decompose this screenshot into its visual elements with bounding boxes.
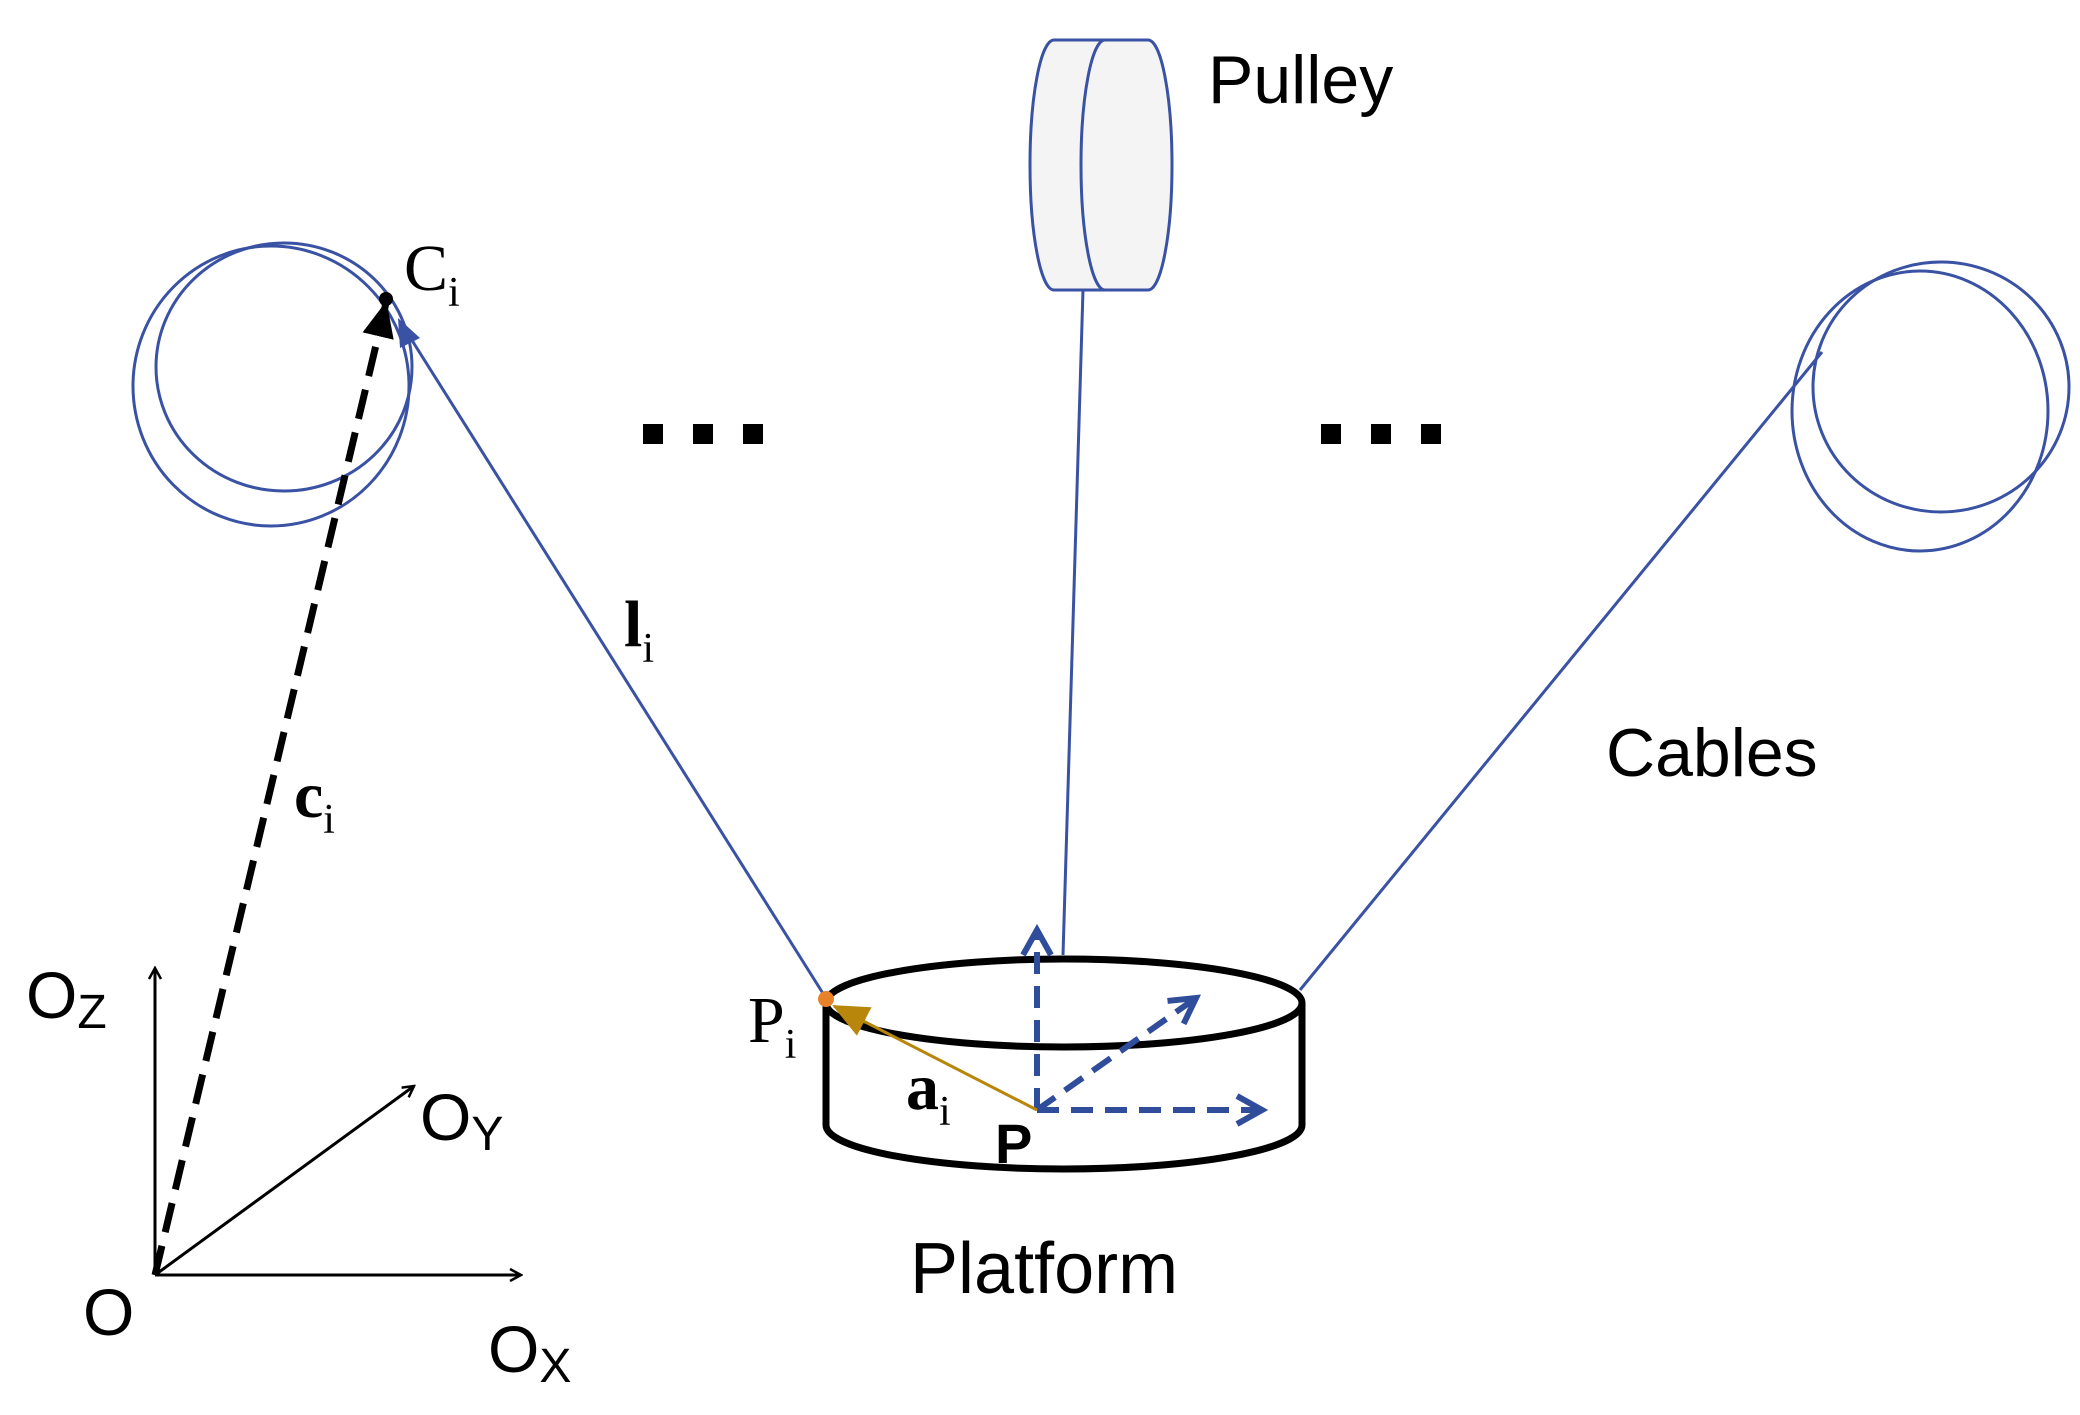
label-c-i: Ci [404,232,460,316]
label-pulley: Pulley [1208,42,1393,118]
cable-right [1298,351,1824,991]
cable-top [1061,289,1085,956]
ellipsis-right [1321,424,1441,444]
point-c-i [379,292,393,306]
frame-arrow-y [1035,998,1196,1113]
a-i-vector [832,1004,1038,1112]
left-pulley [131,241,420,528]
label-cables: Cables [1606,715,1818,791]
cables [406,289,1824,996]
world-frame [155,968,521,1275]
label-oy: OY [420,1080,503,1161]
top-pulley [1028,38,1174,292]
cable-wrap-head [398,318,420,348]
label-p: P [995,1112,1032,1175]
cable-left [406,333,826,996]
right-pulley [1790,260,2071,553]
anchor-point-p-i [818,991,834,1007]
ellipsis-left [643,424,763,444]
label-platform: Platform [910,1229,1178,1309]
platform-cylinder [822,955,1306,1173]
label-a-i: ai [906,1051,951,1135]
label-c-vec: ci [294,759,335,843]
c-i-vector [151,301,394,1276]
label-p-i: Pi [748,984,796,1068]
label-l-i: li [624,588,654,672]
axis-y [154,1086,414,1277]
label-oz: OZ [26,958,107,1039]
label-origin: O [83,1275,134,1349]
platform-frame [1037,930,1262,1110]
label-ox: OX [488,1312,571,1393]
